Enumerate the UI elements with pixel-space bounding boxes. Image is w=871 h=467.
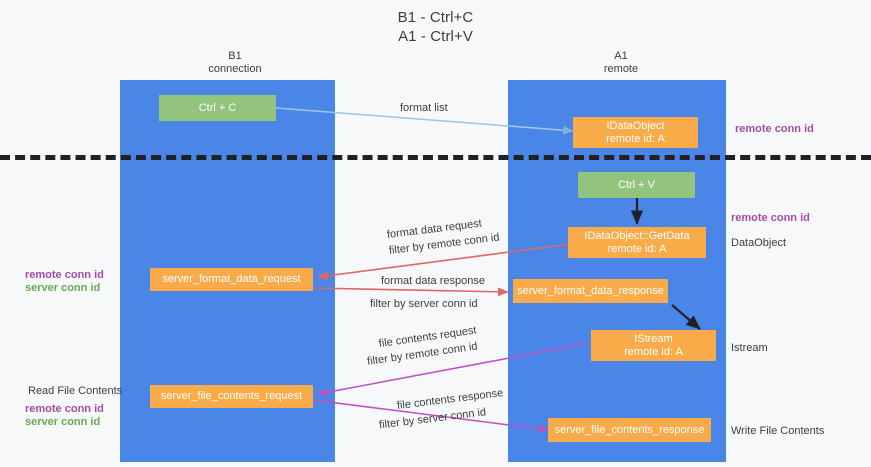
node-getdata-line1: IDataObject::GetData xyxy=(584,229,690,242)
node-istream-line2: remote id: A xyxy=(624,345,683,358)
node-ctrl-v-label: Ctrl + V xyxy=(618,178,655,191)
lane-header-b1-line1: B1 xyxy=(228,50,242,62)
node-server-format-data-request[interactable]: server_format_data_request xyxy=(150,268,313,291)
lane-header-a1-line1: A1 xyxy=(614,50,628,62)
node-server-format-data-response-label: server_format_data_response xyxy=(517,284,664,297)
node-getdata-line2: remote id: A xyxy=(607,242,667,255)
node-ctrl-c[interactable]: Ctrl + C xyxy=(159,95,276,121)
annotation-right-remote-conn-id-top: remote conn id xyxy=(735,123,814,135)
connector-response-to-istream xyxy=(671,304,701,330)
title-line-2: A1 - Ctrl+V xyxy=(398,28,473,45)
annotation-right-remote-conn-id-mid: remote conn id xyxy=(731,212,810,224)
lane-header-b1-line2: connection xyxy=(208,63,262,75)
connector-format-data-response xyxy=(311,287,509,297)
annotation-left-remote-conn-id-bottom: remote conn id xyxy=(25,403,104,415)
filter-key-server-conn-id: server conn id xyxy=(408,298,478,310)
edge-label-format-data-response: format data response xyxy=(381,275,485,287)
filter-prefix: filter by xyxy=(370,298,409,310)
node-idataobject-line2: remote id: A xyxy=(606,132,665,145)
annotation-left-server-conn-id-mid: server conn id xyxy=(25,282,101,294)
connector-file-contents-response xyxy=(312,399,549,433)
annotation-right-dataobject: DataObject xyxy=(731,237,787,249)
node-idataobject[interactable]: IDataObject remote id: A xyxy=(573,117,698,148)
node-istream[interactable]: IStream remote id: A xyxy=(591,330,716,361)
edge-label-format-list: format list xyxy=(400,102,448,114)
lane-header-a1-line2: remote xyxy=(603,63,639,75)
annotation-right-istream: Istream xyxy=(731,342,768,354)
node-server-format-data-request-label: server_format_data_request xyxy=(162,273,301,285)
node-server-file-contents-response-label: server_file_contents_response xyxy=(554,423,705,436)
annotation-right-write-file-contents: Write File Contents xyxy=(731,425,825,437)
node-getdata[interactable]: IDataObject::GetData remote id: A xyxy=(568,227,706,258)
node-ctrl-v[interactable]: Ctrl + V xyxy=(578,172,695,198)
phase-separator xyxy=(0,155,871,160)
connector-format-data-request xyxy=(317,243,572,281)
edge-label-format-data-response-group: format data response filter by server co… xyxy=(370,274,485,311)
node-ctrl-c-label: Ctrl + C xyxy=(198,101,237,114)
node-server-format-data-response[interactable]: server_format_data_response xyxy=(513,279,668,303)
node-server-file-contents-response[interactable]: server_file_contents_response xyxy=(548,418,711,442)
edge-label-format-data-response-filter: filter by server conn id xyxy=(370,297,485,311)
node-server-file-contents-request-label: server_file_contents_request xyxy=(160,390,303,402)
node-istream-line1: IStream xyxy=(634,332,673,345)
connector-file-contents-request xyxy=(317,342,590,397)
annotation-left-read-file-contents: Read File Contents xyxy=(28,385,123,397)
lane-header-b1: B1 connection xyxy=(120,50,350,76)
node-idataobject-line1: IDataObject xyxy=(606,119,665,132)
annotation-left-server-conn-id-bottom: server conn id xyxy=(25,416,101,428)
lane-header-a1: A1 remote xyxy=(508,50,734,76)
page-title: B1 - Ctrl+C A1 - Ctrl+V xyxy=(0,8,871,46)
title-line-1: B1 - Ctrl+C xyxy=(397,9,474,26)
connector-format-list xyxy=(275,107,574,135)
node-server-file-contents-request[interactable]: server_file_contents_request xyxy=(150,385,313,408)
annotation-left-remote-conn-id-mid: remote conn id xyxy=(25,269,104,281)
